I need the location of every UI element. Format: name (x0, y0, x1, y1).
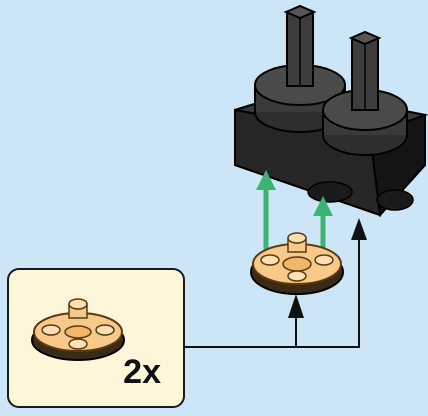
parts-callout: 2x (7, 268, 185, 408)
black-up-arrow-icon (288, 294, 304, 318)
connector-lines (185, 218, 367, 348)
round-plate-2x2-icon (31, 298, 125, 361)
round-plate-2x2-icon (250, 232, 344, 295)
black-up-arrow-icon (351, 218, 367, 240)
brick-with-axles (234, 4, 428, 218)
part-quantity: 2x (123, 353, 161, 391)
